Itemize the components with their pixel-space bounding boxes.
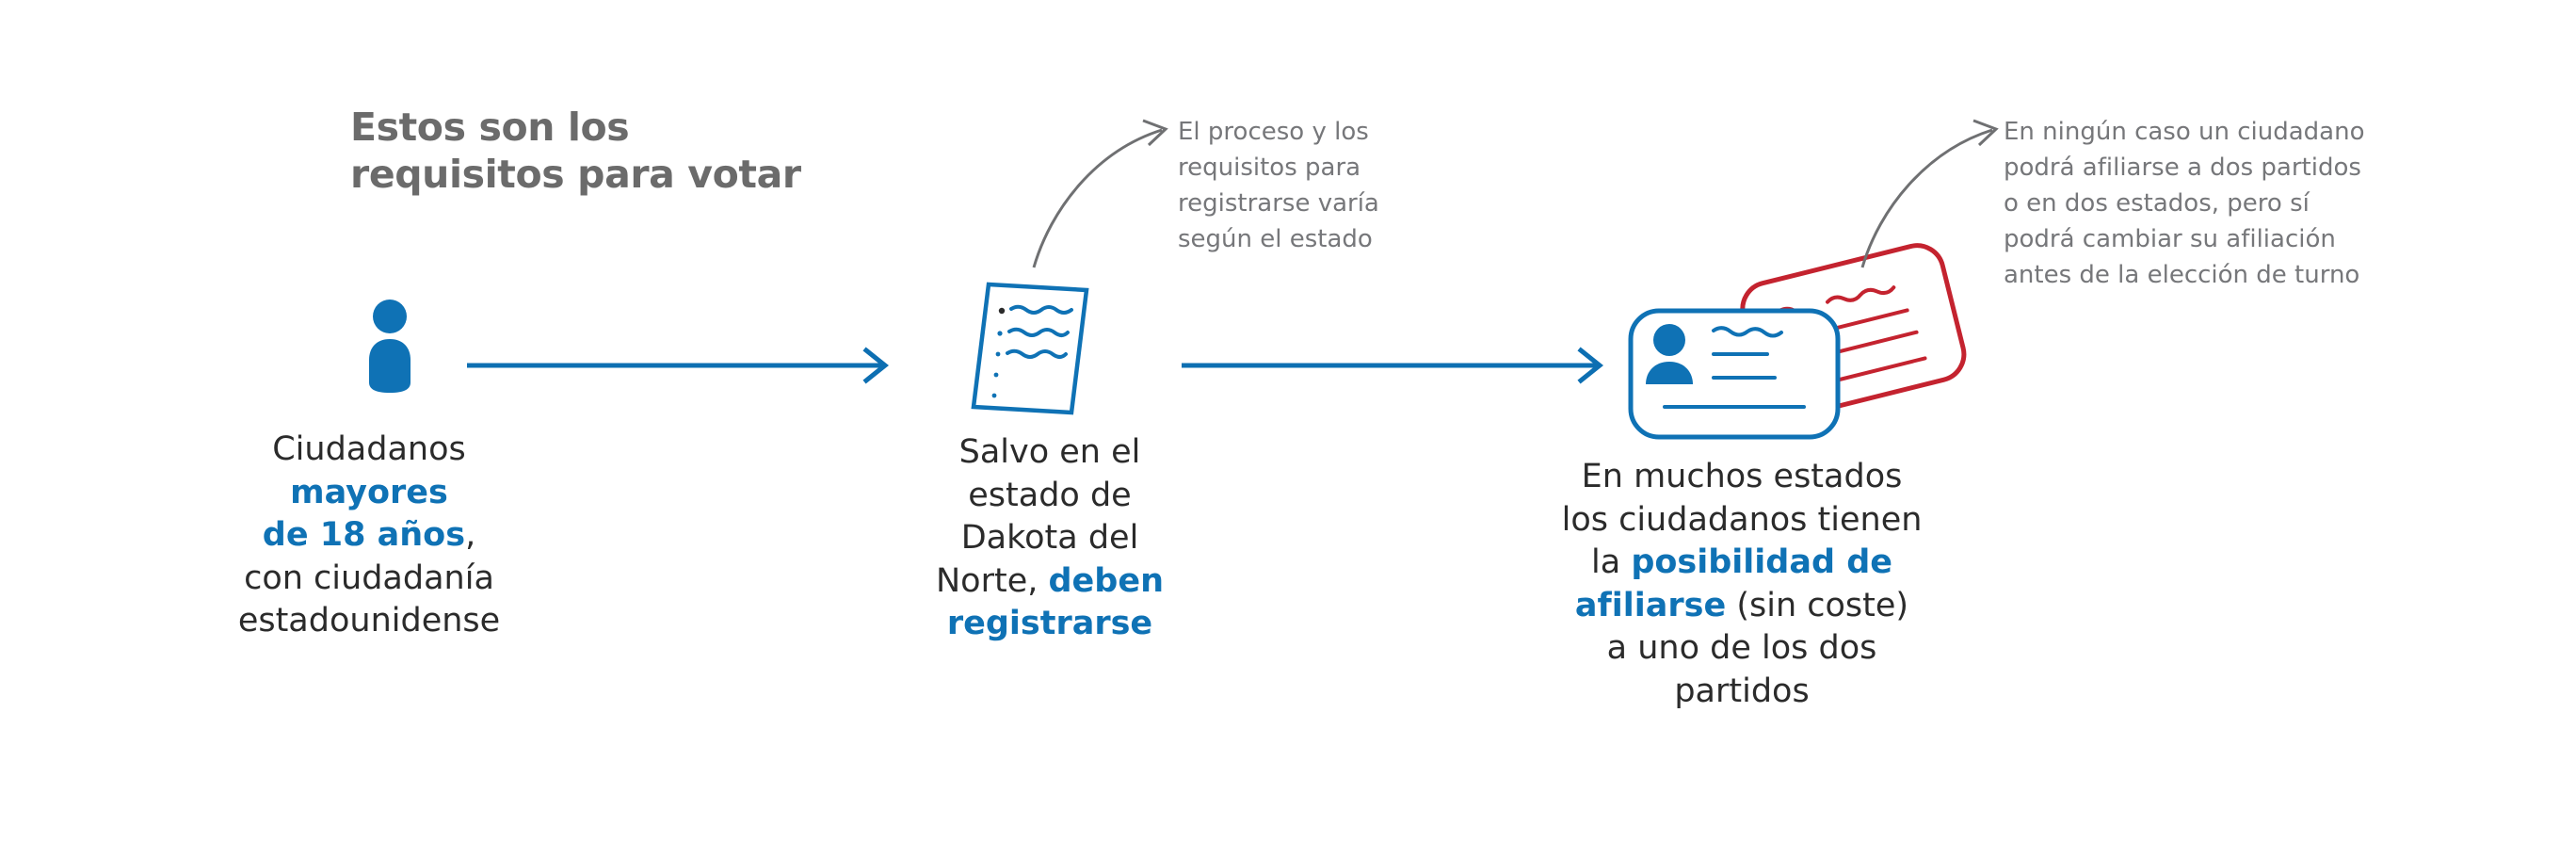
flow-arrow-2 (1182, 347, 1607, 384)
caption-line: Dakota del (960, 519, 1139, 557)
page-title: Estos son los requisitos para votar (350, 105, 801, 198)
id-cards-icon (1601, 234, 1977, 450)
caption-highlight: posibilidad de (1631, 543, 1892, 581)
caption-line: , (465, 516, 476, 554)
caption-line: a uno de los dos (1606, 629, 1877, 667)
annotation-pointer-2-icon (1834, 105, 2013, 275)
caption-line: Salvo en el (958, 433, 1141, 471)
caption-line: la (1591, 543, 1621, 581)
caption-step-affiliate: En muchos estados los ciudadanos tienen … (1516, 456, 1968, 713)
annotation-affiliation: En ningún caso un ciudadano podrá afilia… (2004, 118, 2365, 289)
caption-highlight: de 18 años (262, 516, 466, 554)
registration-form-icon (962, 279, 1094, 420)
caption-line: estadounidense (237, 602, 501, 640)
caption-step-citizens: Ciudadanos mayores de 18 años, con ciuda… (171, 429, 567, 643)
caption-highlight: mayores (290, 473, 448, 511)
caption-line: con ciudadanía (244, 559, 494, 597)
caption-line: partidos (1674, 672, 1810, 710)
person-icon (360, 300, 420, 394)
annotation-pointer-1-icon (1022, 105, 1183, 275)
caption-line: Norte, (935, 561, 1038, 600)
caption-line: En muchos estados (1581, 458, 1903, 495)
caption-line: los ciudadanos tienen (1561, 500, 1923, 539)
annotation-registration: El proceso y los requisitos para registr… (1178, 118, 1379, 253)
flow-arrow-1 (467, 347, 893, 384)
caption-line: estado de (968, 476, 1132, 514)
caption-highlight: deben (1048, 561, 1165, 600)
caption-line: Ciudadanos (272, 430, 466, 468)
caption-step-register: Salvo en el estado de Dakota del Norte, … (894, 431, 1205, 646)
caption-highlight: afiliarse (1574, 586, 1727, 624)
caption-highlight: registrarse (946, 605, 1153, 642)
caption-line: (sin coste) (1736, 586, 1909, 624)
